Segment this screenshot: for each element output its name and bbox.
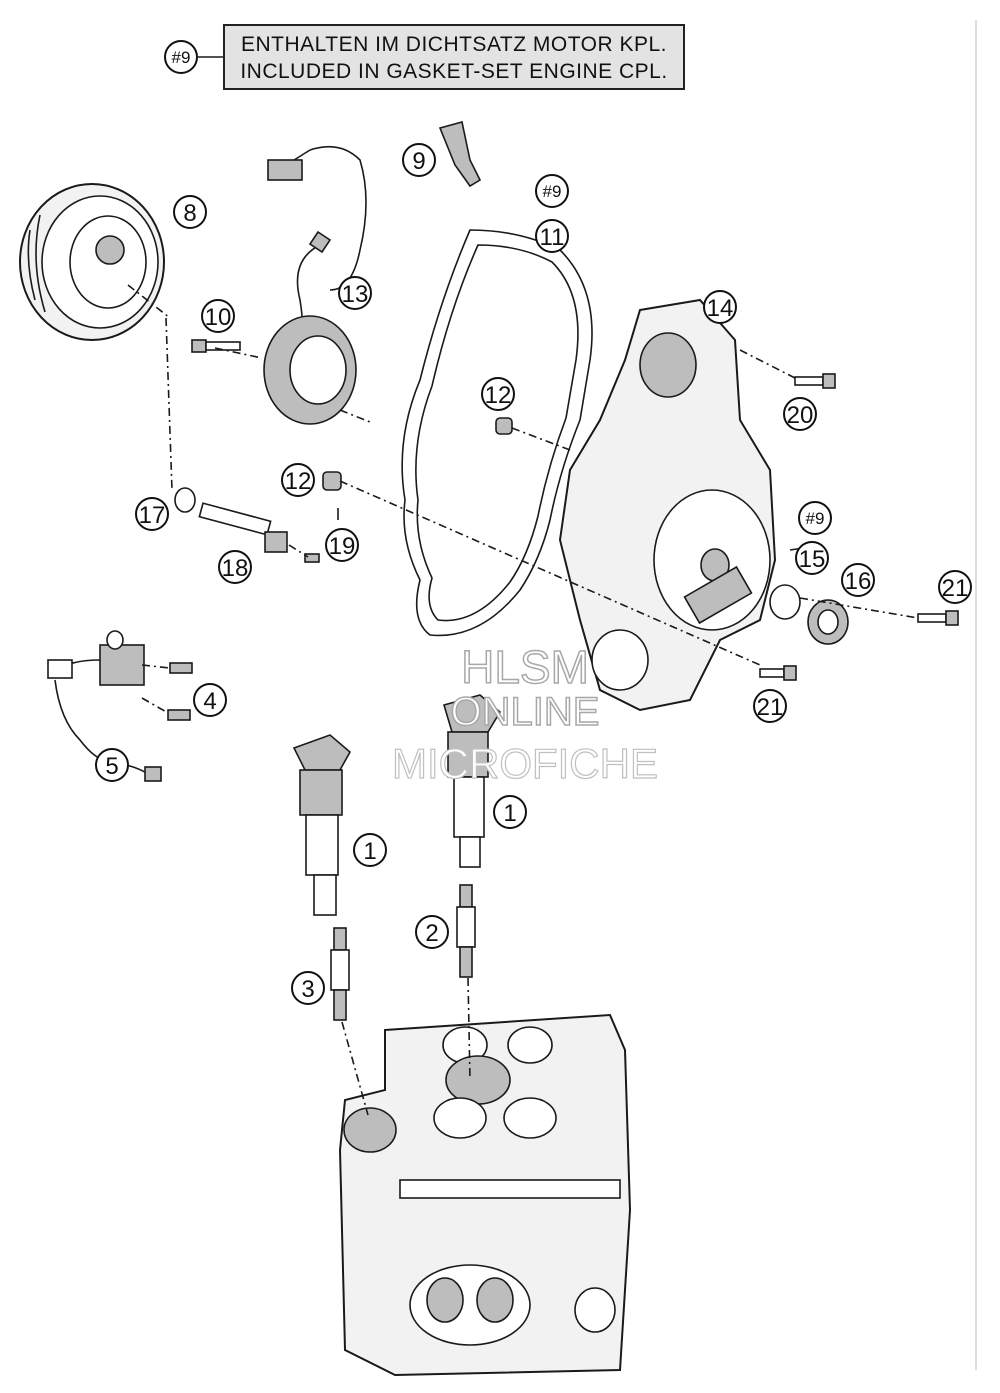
gasket-11 bbox=[401, 229, 593, 637]
callout-15: 15 bbox=[795, 541, 829, 575]
axis-bolt-20 bbox=[739, 349, 796, 379]
o-ring-15 bbox=[769, 584, 801, 620]
axis-bolt-10 bbox=[214, 347, 263, 359]
washer-17 bbox=[174, 487, 196, 513]
cable-5-connector bbox=[144, 766, 162, 782]
cylinder-head bbox=[338, 1013, 632, 1377]
axis-shaft-18 bbox=[288, 544, 309, 558]
callout-label: 18 bbox=[222, 555, 249, 582]
bolt-20 bbox=[794, 373, 836, 389]
callout-label: 16 bbox=[845, 568, 872, 595]
shaft-18 bbox=[198, 502, 288, 553]
callout-label: 4 bbox=[203, 688, 216, 715]
callout-label: 1 bbox=[363, 838, 376, 865]
callout-label: 10 bbox=[205, 304, 232, 331]
axis-dowel-12b bbox=[339, 480, 761, 666]
callout-label: 8 bbox=[183, 200, 196, 227]
callout-13: 13 bbox=[338, 276, 372, 310]
callout-11: 11 bbox=[535, 219, 569, 253]
callout-label: 19 bbox=[329, 533, 356, 560]
callout-12-lower: 12 bbox=[281, 463, 315, 497]
callout-21-right: 21 bbox=[938, 570, 972, 604]
stator-13 bbox=[263, 145, 367, 425]
callout-16: 16 bbox=[841, 563, 875, 597]
sensor-4 bbox=[47, 630, 193, 721]
callout-8: 8 bbox=[173, 195, 207, 229]
callout-label: 14 bbox=[707, 295, 734, 322]
flywheel-rotor bbox=[19, 183, 165, 341]
callout-17: 17 bbox=[135, 497, 169, 531]
gasket-set-note: ENTHALTEN IM DICHTSATZ MOTOR KPL. INCLUD… bbox=[223, 24, 685, 90]
watermark-line-2: ONLINE bbox=[450, 689, 600, 735]
callout-label: 20 bbox=[787, 402, 814, 429]
callout-label: 12 bbox=[285, 468, 312, 495]
axis-washer bbox=[165, 317, 173, 491]
callout-10: 10 bbox=[201, 299, 235, 333]
axis-sensor-bolt-lower bbox=[141, 697, 169, 714]
callout-label: #9 bbox=[806, 509, 825, 528]
bolt-21b bbox=[759, 665, 797, 681]
callout-9-ref-cover: #9 bbox=[798, 501, 832, 535]
callout-18: 18 bbox=[218, 550, 252, 584]
spark-plug-2 bbox=[456, 884, 476, 978]
callout-label: 13 bbox=[342, 281, 369, 308]
callout-label: 3 bbox=[301, 976, 314, 1003]
axis-spark-plug-3 bbox=[341, 1021, 369, 1116]
callout-9-ref-note: #9 bbox=[164, 40, 198, 74]
callout-label: 1 bbox=[503, 800, 516, 827]
callout-label: 17 bbox=[139, 502, 166, 529]
axis-stator bbox=[339, 409, 371, 423]
callout-4: 4 bbox=[193, 683, 227, 717]
callout-label: 9 bbox=[412, 148, 425, 175]
bolt-10 bbox=[191, 339, 241, 353]
watermark-line-3: MICROFICHE bbox=[391, 739, 658, 787]
callout-label: #9 bbox=[543, 182, 562, 201]
callout-12-upper: 12 bbox=[481, 377, 515, 411]
callout-label: 5 bbox=[105, 753, 118, 780]
callout-5: 5 bbox=[95, 748, 129, 782]
callout-20: 20 bbox=[783, 397, 817, 431]
axis-dowel-12a bbox=[511, 427, 571, 451]
callout-21-lower: 21 bbox=[753, 689, 787, 723]
axis-plug-16 bbox=[799, 597, 919, 619]
note-english: INCLUDED IN GASKET-SET ENGINE CPL. bbox=[240, 60, 668, 83]
callout-label: 15 bbox=[799, 546, 826, 573]
callout-2: 2 bbox=[415, 915, 449, 949]
page-border bbox=[975, 20, 977, 1370]
cable-5 bbox=[54, 679, 151, 776]
note-german: ENTHALTEN IM DICHTSATZ MOTOR KPL. bbox=[240, 33, 668, 56]
ignition-coil-right bbox=[443, 694, 502, 868]
watermark-line-1: HLSM bbox=[460, 640, 589, 694]
callout-14: 14 bbox=[703, 290, 737, 324]
axis-spark-plug-2 bbox=[467, 977, 471, 1081]
callout-1-right: 1 bbox=[493, 795, 527, 829]
screw-19 bbox=[304, 553, 320, 563]
plug-16 bbox=[807, 599, 849, 645]
gasket-11-inner bbox=[415, 244, 579, 622]
callout-label: 21 bbox=[757, 694, 784, 721]
callout-label: 2 bbox=[425, 920, 438, 947]
callout-label: 21 bbox=[942, 575, 969, 602]
callout-1-left: 1 bbox=[353, 833, 387, 867]
spark-plug-3 bbox=[330, 927, 350, 1021]
callout-9: 9 bbox=[402, 143, 436, 177]
callout-9-ref-gasket: #9 bbox=[535, 174, 569, 208]
ignition-cover-14 bbox=[558, 298, 777, 712]
dowel-12b bbox=[322, 471, 342, 491]
callout-label: 11 bbox=[540, 224, 565, 251]
bolt-21a bbox=[917, 610, 959, 626]
dowel-12a bbox=[495, 417, 513, 435]
callout-3: 3 bbox=[291, 971, 325, 1005]
callout-19: 19 bbox=[325, 528, 359, 562]
callout-label: 12 bbox=[485, 382, 512, 409]
callout-label: #9 bbox=[172, 48, 191, 67]
clip-9 bbox=[438, 121, 482, 188]
axis-sensor-bolt-upper bbox=[141, 664, 171, 669]
ignition-coil-left bbox=[292, 734, 352, 916]
